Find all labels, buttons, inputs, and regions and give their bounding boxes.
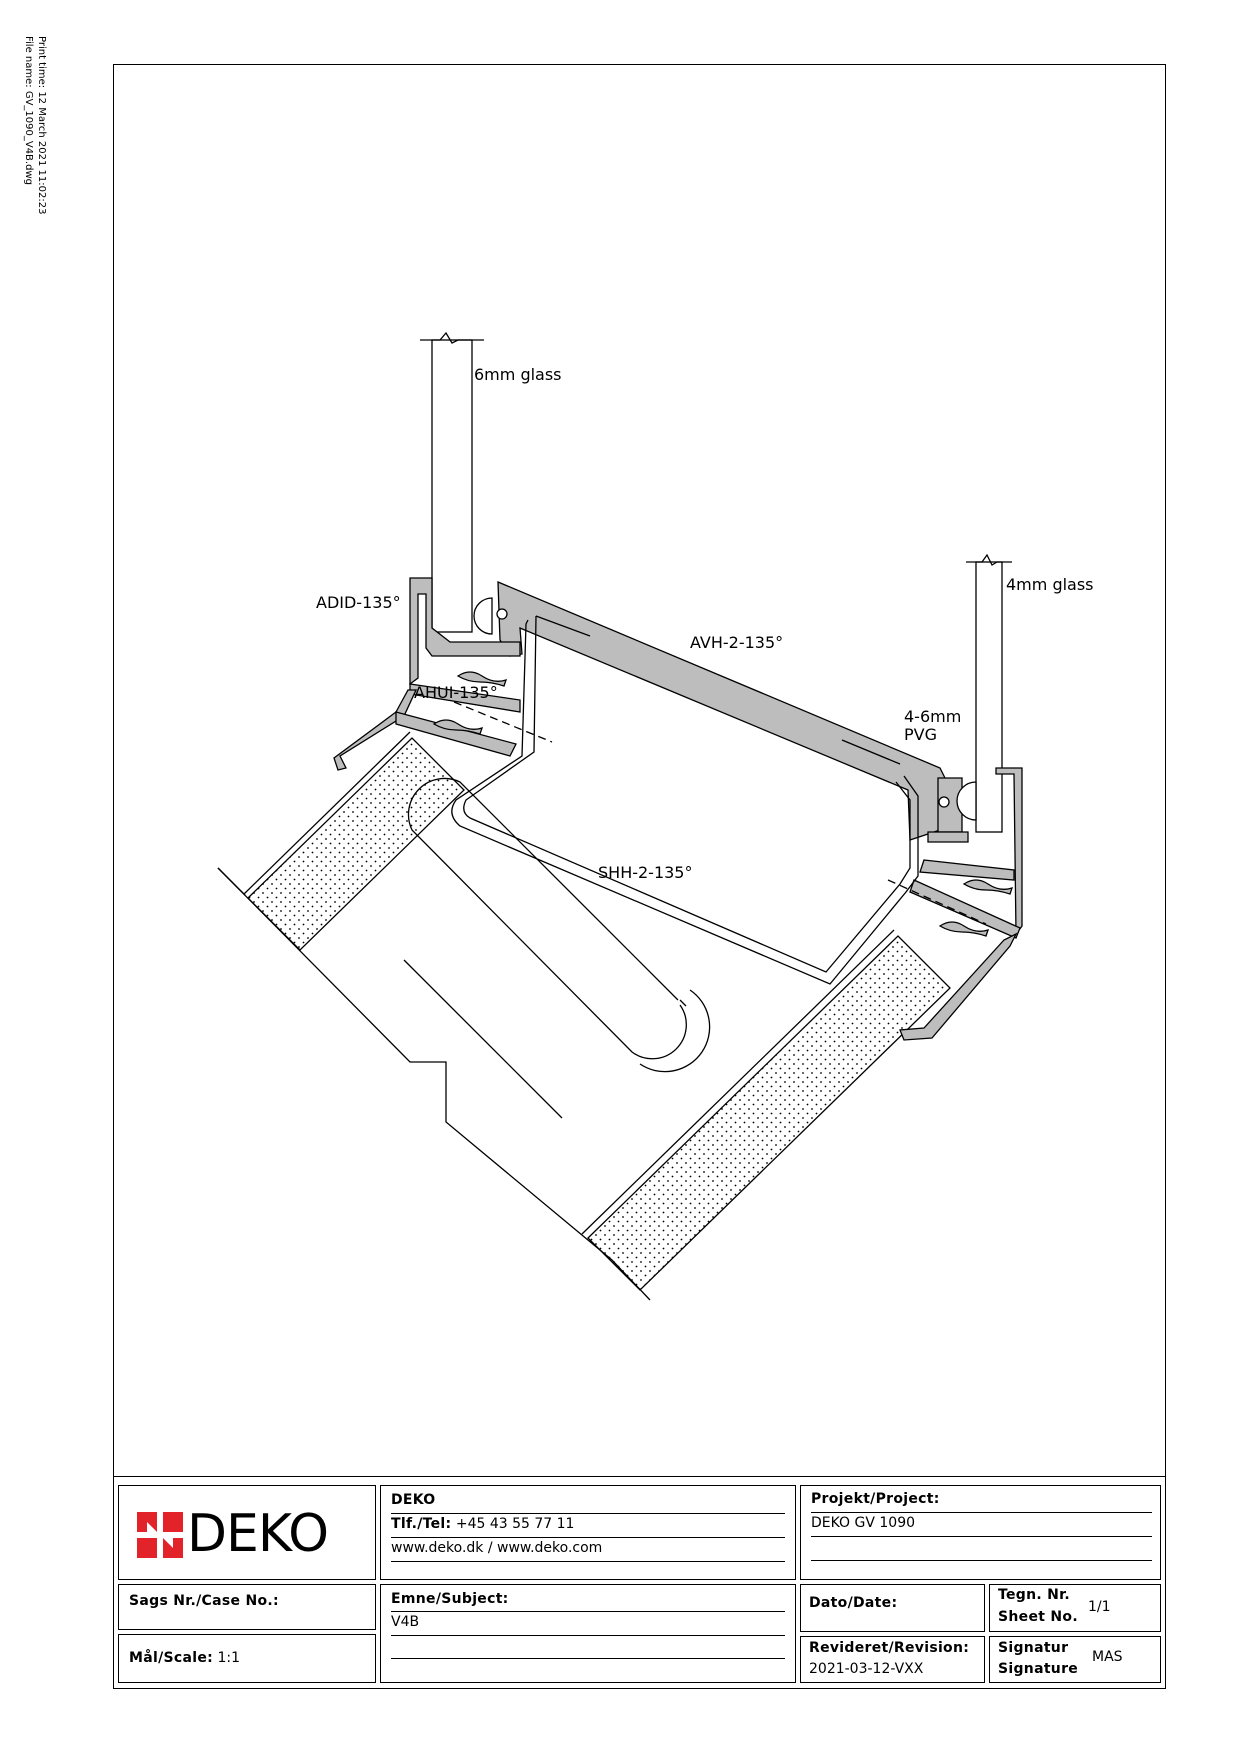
signature-label-en: Signature <box>998 1661 1079 1677</box>
insulation-right <box>581 929 951 1291</box>
label-adid: ADID-135° <box>316 593 401 612</box>
case-cell: Sags Nr./Case No.: <box>118 1584 376 1630</box>
logo-cell: DEKO <box>118 1485 376 1580</box>
label-6mm-glass: 6mm glass <box>474 365 562 384</box>
gasket-right <box>938 781 977 821</box>
signature-cell: Signatur Signature MAS <box>989 1636 1161 1683</box>
profile-ahui <box>432 671 508 735</box>
sheet-cell: Tegn. Nr. Sheet No. 1/1 <box>989 1584 1161 1632</box>
revision-value: 2021-03-12-VXX <box>809 1661 924 1677</box>
revision-cell: Revideret/Revision: 2021-03-12-VXX <box>800 1636 985 1683</box>
subject-cell: Emne/Subject: V4B <box>380 1584 796 1683</box>
label-shh: SHH-2-135° <box>598 863 692 882</box>
glass-6mm <box>420 331 484 633</box>
company-cell: DEKO Tlf./Tel: +45 43 55 77 11 www.deko.… <box>380 1485 796 1580</box>
subject-value: V4B <box>391 1614 420 1630</box>
deko-logo-text: DEKO <box>187 1504 329 1564</box>
tel-label: Tlf./Tel: <box>391 1516 452 1532</box>
profile-avh <box>497 581 969 843</box>
drawing-sheet <box>113 64 1166 1689</box>
deko-logo-mark-icon <box>137 1512 183 1558</box>
scale-cell: Mål/Scale: 1:1 <box>118 1634 376 1683</box>
revision-label: Revideret/Revision: <box>809 1640 970 1656</box>
clip-right <box>938 879 1014 937</box>
date-cell: Dato/Date: <box>800 1584 985 1632</box>
scale-value: 1:1 <box>217 1650 240 1666</box>
sheet-label-da: Tegn. Nr. <box>998 1587 1071 1603</box>
project-value: DEKO GV 1090 <box>811 1515 916 1531</box>
profile-shh <box>451 615 919 985</box>
profile-adid <box>333 577 521 771</box>
company-web: www.deko.dk / www.deko.com <box>391 1540 603 1556</box>
insulation-left <box>243 731 465 951</box>
signature-value: MAS <box>1092 1649 1123 1665</box>
label-pvg: PVG <box>904 725 937 744</box>
deko-logo: DEKO <box>137 1504 357 1564</box>
sheet-value: 1/1 <box>1088 1599 1111 1615</box>
label-4mm-glass: 4mm glass <box>1006 575 1094 594</box>
label-pvg-size: 4-6mm <box>904 707 961 726</box>
scale-label: Mål/Scale: <box>129 1650 214 1666</box>
profile-right <box>899 767 1023 1041</box>
company-name: DEKO <box>391 1492 436 1508</box>
subject-label: Emne/Subject: <box>391 1591 509 1607</box>
signature-label-da: Signatur <box>998 1640 1069 1656</box>
date-label: Dato/Date: <box>809 1595 898 1611</box>
slot-outline <box>407 777 687 1060</box>
title-block: DEKO DEKO Tlf./Tel: +45 43 55 77 11 www.… <box>113 1476 1166 1689</box>
label-ahui: AHUI-135° <box>414 683 498 702</box>
gasket-left <box>473 597 508 635</box>
glass-4mm <box>966 553 1012 833</box>
label-avh: AVH-2-135° <box>690 633 783 652</box>
case-label: Sags Nr./Case No.: <box>129 1593 279 1609</box>
scale: Mål/Scale: 1:1 <box>129 1650 240 1666</box>
slot-tail <box>403 959 563 1119</box>
company-tel: Tlf./Tel: +45 43 55 77 11 <box>391 1516 574 1532</box>
dashed-axis <box>453 701 987 925</box>
tel-value: +45 43 55 77 11 <box>455 1516 575 1532</box>
project-cell: Projekt/Project: DEKO GV 1090 <box>800 1485 1161 1580</box>
sheet-label-en: Sheet No. <box>998 1609 1078 1625</box>
project-label: Projekt/Project: <box>811 1491 940 1507</box>
